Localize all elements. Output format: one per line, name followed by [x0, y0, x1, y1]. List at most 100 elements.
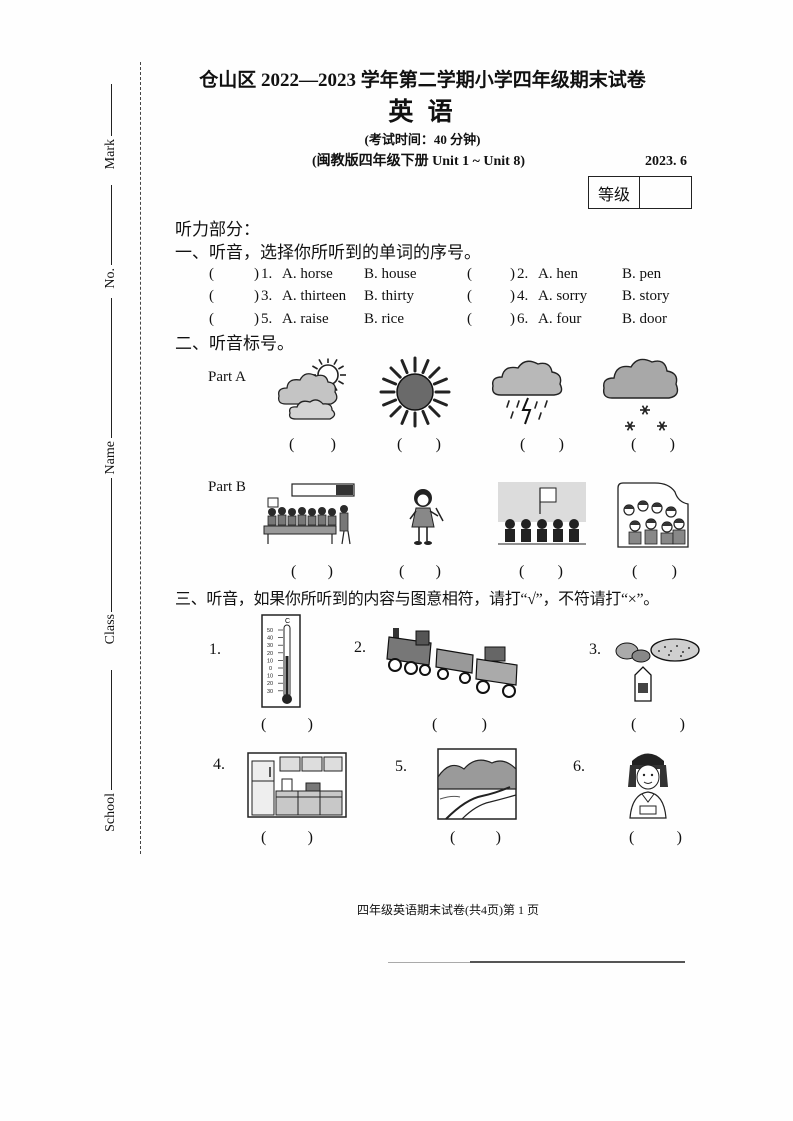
paren-close: ) [435, 563, 441, 580]
face [636, 764, 660, 790]
class-blank-line [111, 478, 112, 612]
answer-blank: () [397, 437, 441, 453]
answer-blank: () [467, 267, 515, 282]
dress [411, 507, 435, 528]
paren-close: ) [558, 436, 564, 453]
paren-open: ( [519, 563, 525, 580]
answer-blank: () [519, 564, 563, 580]
cloud-icon [288, 399, 336, 420]
classroom-picture [263, 483, 355, 545]
cloud-icon [602, 358, 679, 399]
scale-label: 10 [267, 674, 273, 680]
answer-blank: () [399, 564, 441, 580]
paren-close: ) [254, 288, 259, 304]
paren-open: ( [261, 829, 267, 846]
part-a-label: Part A [208, 369, 246, 385]
item-number: 6. [573, 758, 585, 775]
hat [632, 753, 664, 765]
question-number: 2. [517, 266, 529, 282]
paren-open: ( [261, 716, 267, 733]
answer-blank: () [631, 437, 675, 453]
item-number: 5. [395, 758, 407, 775]
option-b: B. house [364, 266, 417, 282]
binding-dashed-line [140, 62, 141, 854]
answer-blank: () [632, 564, 677, 580]
people [505, 519, 579, 542]
paren-open: ( [467, 266, 472, 282]
paren-close: ) [510, 288, 515, 304]
body [629, 791, 667, 819]
fridge [251, 760, 275, 816]
grade-box: 等级 [588, 176, 692, 209]
question-number: 3. [261, 288, 273, 304]
cloud-icon [491, 360, 563, 396]
answer-blank: () [631, 717, 685, 733]
sun-rays [379, 356, 451, 428]
sun-icon [396, 373, 434, 411]
item-number: 3. [589, 641, 601, 658]
river [445, 786, 511, 820]
desk [263, 525, 337, 535]
item-number: 4. [213, 756, 225, 773]
paren-open: ( [209, 266, 214, 282]
mark-label: Mark [103, 139, 118, 170]
paren-open: ( [450, 829, 456, 846]
paren-close: ) [254, 311, 259, 327]
answer-blank: () [467, 312, 515, 327]
option-a: A. raise [282, 311, 329, 327]
counter [275, 790, 343, 816]
girl-picture [409, 489, 444, 545]
snowy-picture [602, 358, 679, 431]
sunny-picture [379, 356, 451, 428]
scale-label: 30 [267, 689, 273, 695]
name-label: Name [103, 441, 118, 475]
cloudy-sun-picture [278, 358, 346, 420]
hair [628, 765, 668, 787]
textbook-edition: (闽教版四年级下册 Unit 1 ~ Unit 8) [312, 154, 526, 169]
item-number: 2. [354, 639, 366, 656]
part-b-label: Part B [208, 479, 246, 495]
section3-heading: 三、听音，如果你所听到的内容与图意相符，请打“√”，不符请打“×”。 [175, 591, 660, 608]
train-picture [386, 628, 518, 698]
mountains [437, 759, 517, 790]
answer-blank: () [209, 289, 259, 304]
paren-open: ( [209, 288, 214, 304]
option-b: B. pen [622, 266, 662, 282]
exam-title: 仓山区 2022—2023 学年第二学期小学四年级期末试卷 [199, 70, 646, 91]
option-a: A. thirteen [282, 288, 347, 304]
paren-open: ( [291, 563, 297, 580]
rice-plate [650, 638, 700, 662]
listening-heading: 听力部分： [175, 220, 260, 239]
food-picture [615, 638, 700, 702]
answer-blank: () [467, 289, 515, 304]
paren-open: ( [629, 829, 635, 846]
girl-portrait-picture [628, 753, 668, 819]
school-label: School [103, 793, 118, 832]
paren-close: ) [495, 829, 501, 846]
scale-label: 50 [267, 628, 273, 634]
subject-title: 英 语 [388, 99, 457, 126]
paren-close: ) [671, 563, 677, 580]
paren-open: ( [467, 288, 472, 304]
paren-close: ) [669, 436, 675, 453]
paren-open: ( [432, 716, 438, 733]
scale-label: 30 [267, 643, 273, 649]
paren-close: ) [510, 311, 515, 327]
answer-blank: () [289, 437, 336, 453]
paren-close: ) [307, 716, 313, 733]
answer-blank: () [209, 312, 259, 327]
landscape-picture [437, 748, 517, 820]
exam-date: 2023. 6 [645, 154, 687, 169]
scale-label: 0 [269, 666, 272, 672]
paren-close: ) [679, 716, 685, 733]
train-car [435, 648, 474, 674]
scale-label: 40 [267, 636, 273, 642]
paren-open: ( [520, 436, 526, 453]
paren-open: ( [631, 716, 637, 733]
section2-heading: 二、听音标号。 [175, 334, 294, 353]
paren-close: ) [557, 563, 563, 580]
number-label: No. [103, 268, 118, 289]
answer-blank: () [261, 830, 313, 846]
face [416, 493, 430, 507]
answer-blank: () [261, 717, 313, 733]
